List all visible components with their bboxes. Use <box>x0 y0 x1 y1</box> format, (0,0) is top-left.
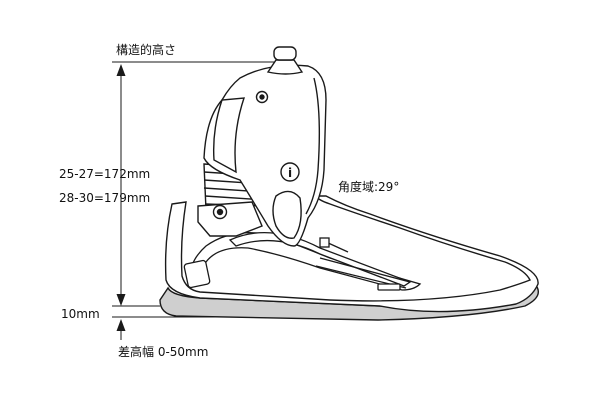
logo-ring <box>280 162 300 182</box>
foot-shell <box>159 195 539 321</box>
housing-side-panel <box>305 77 321 215</box>
height-size-28-30-label: 28-30=179mm <box>59 191 151 205</box>
heel-height-range-label: 差高幅 0-50mm <box>118 345 209 359</box>
thickness-arrow-up <box>116 319 126 331</box>
heel-wedge <box>183 259 211 289</box>
ankle-pivot-bolt-core <box>216 208 224 216</box>
height-size-25-27-label: 25-27=172mm <box>59 167 151 181</box>
logo-mark: i <box>288 166 292 180</box>
pyramid-adapter-top <box>273 46 297 61</box>
height-arrow-up <box>116 64 126 76</box>
foot-cover-outline <box>164 195 539 313</box>
heel-spring <box>189 232 422 291</box>
height-arrow-down <box>116 294 126 306</box>
plate-line-2 <box>319 257 411 283</box>
bolt-nut <box>319 237 330 248</box>
plate-clip <box>377 283 401 291</box>
housing-front-panel <box>212 97 246 174</box>
housing-bolt-core <box>259 94 265 100</box>
structural-height-label: 構造的高さ <box>116 43 177 57</box>
pyramid-adapter <box>266 59 304 75</box>
foot-plate <box>183 231 422 291</box>
toe-spring <box>228 231 412 287</box>
thickness-label: 10mm <box>61 307 100 321</box>
angle-range-label: 角度域:29° <box>338 180 400 194</box>
ankle-unit <box>197 46 327 247</box>
bolt-rod <box>325 241 349 253</box>
housing-rear-slot <box>272 190 302 239</box>
ankle-hinge-block <box>197 201 263 237</box>
